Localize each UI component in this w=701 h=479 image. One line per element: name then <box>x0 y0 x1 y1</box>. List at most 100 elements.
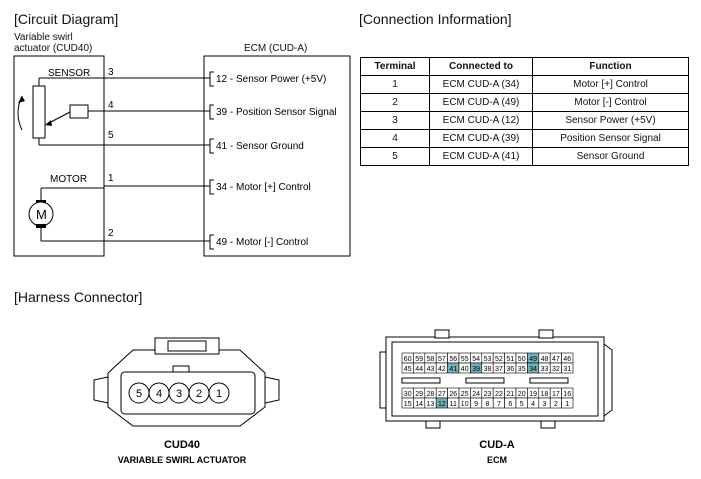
cud40-description: VARIABLE SWIRL ACTUATOR <box>118 455 247 465</box>
function-cell: Motor [+] Control <box>532 75 689 94</box>
column-header: Function <box>532 57 689 76</box>
ecm-pin-number: 41 <box>449 366 457 373</box>
ecm-pin-number: 51 <box>506 356 514 363</box>
ecm-pin-number: 32 <box>552 366 560 373</box>
connected-to-cell: ECM CUD-A (34) <box>429 75 533 94</box>
ecm-pin-number: 19 <box>529 391 537 398</box>
table-row: 3 ECM CUD-A (12) Sensor Power (+5V) <box>360 111 689 130</box>
ecm-pin-cell <box>561 362 574 374</box>
ecm-pin-number: 7 <box>497 401 501 408</box>
ecm-pin-39: 39 - Position Sensor Signal <box>216 107 337 118</box>
terminal-cell: 5 <box>360 147 430 166</box>
table-row: 1 ECM CUD-A (34) Motor [+] Control <box>360 75 689 94</box>
ecm-pin-number: 49 <box>529 356 537 363</box>
ecm-pin-number: 28 <box>427 391 435 398</box>
ecm-pin-number: 20 <box>518 391 526 398</box>
ecm-pin-number: 43 <box>427 366 435 373</box>
terminal-cell: 1 <box>360 75 430 94</box>
connected-to-cell: ECM CUD-A (49) <box>429 93 533 112</box>
ecm-pin-cell <box>561 397 574 409</box>
ecm-pin-number: 24 <box>472 391 480 398</box>
connection-info-heading: [Connection Information] <box>359 11 512 27</box>
ecm-pin-12: 12 - Sensor Power (+5V) <box>216 74 326 85</box>
position-sensor-block <box>69 104 89 119</box>
ecm-pin-number: 54 <box>472 356 480 363</box>
connection-table: Terminal Connected to Function 1 ECM CUD… <box>360 57 689 166</box>
harness-connector-heading: [Harness Connector] <box>14 289 143 305</box>
motor-symbol-letter: M <box>36 207 47 222</box>
actuator-name-line2: actuator (CUD40) <box>14 43 93 54</box>
pin-label-4: 4 <box>108 100 114 111</box>
ecm-pin-number: 34 <box>529 366 537 373</box>
ecm-pin-number: 13 <box>427 401 435 408</box>
ecm-pin-49: 49 - Motor [-] Control <box>216 237 308 248</box>
actuator-name-line1: Variable swirl <box>14 32 73 43</box>
ecm-pin-number: 39 <box>472 366 480 373</box>
cud40-connector: 5 4 3 2 1 <box>93 337 280 427</box>
ecm-pin-number: 2 <box>554 401 558 408</box>
ecm-pin-number: 27 <box>438 391 446 398</box>
ecm-pin-number: 21 <box>506 391 514 398</box>
ecm-pin-number: 31 <box>563 366 571 373</box>
ecm-pin-number: 56 <box>449 356 457 363</box>
table-row: 2 ECM CUD-A (49) Motor [-] Control <box>360 93 689 112</box>
ecm-pin-number: 50 <box>518 356 526 363</box>
cud40-pin: 5 <box>136 388 142 400</box>
pin-label-2: 2 <box>108 228 114 239</box>
terminal-cell: 3 <box>360 111 430 130</box>
ecm-pin-number: 38 <box>484 366 492 373</box>
sensor-resistor <box>32 85 46 139</box>
ecm-pin-number: 5 <box>520 401 524 408</box>
function-cell: Sensor Ground <box>532 147 689 166</box>
ecm-pin-number: 46 <box>563 356 571 363</box>
connected-to-cell: ECM CUD-A (39) <box>429 129 533 148</box>
ecm-pin-number: 1 <box>565 401 569 408</box>
terminal-cell: 2 <box>360 93 430 112</box>
pin-label-3: 3 <box>108 67 114 78</box>
pin-label-5: 5 <box>108 130 114 141</box>
ecm-pin-34: 34 - Motor [+] Control <box>216 182 311 193</box>
ecm-pin-number: 26 <box>449 391 457 398</box>
ecm-pin-number: 9 <box>474 401 478 408</box>
ecm-pin-number: 58 <box>427 356 435 363</box>
ecm-pin-number: 18 <box>541 391 549 398</box>
cud40-pin: 2 <box>196 388 202 400</box>
ecm-pin-number: 45 <box>404 366 412 373</box>
ecm-pin-number: 59 <box>415 356 423 363</box>
ecm-pin-number: 55 <box>461 356 469 363</box>
ecm-pin-number: 10 <box>461 401 469 408</box>
ecm-pin-number: 3 <box>543 401 547 408</box>
actuator-box <box>13 55 105 257</box>
cud40-pin: 3 <box>176 388 182 400</box>
ecm-pin-number: 17 <box>552 391 560 398</box>
table-row: 5 ECM CUD-A (41) Sensor Ground <box>360 147 689 166</box>
motor-label: MOTOR <box>50 174 87 185</box>
ecm-pin-number: 6 <box>508 401 512 408</box>
cud40-pin: 4 <box>156 388 162 400</box>
ecm-pin-number: 4 <box>531 401 535 408</box>
function-cell: Motor [-] Control <box>532 93 689 112</box>
ecm-pin-number: 8 <box>486 401 490 408</box>
ecm-pin-number: 47 <box>552 356 560 363</box>
ecm-pin-number: 53 <box>484 356 492 363</box>
sensor-label: SENSOR <box>48 68 90 79</box>
wiper-arrow <box>45 120 52 126</box>
column-header: Terminal <box>360 57 430 76</box>
ecm-pin-number: 14 <box>415 401 423 408</box>
ecm-connector-description: ECM <box>487 455 507 465</box>
ecm-pin-number: 36 <box>506 366 514 373</box>
pin-label-1: 1 <box>108 173 114 184</box>
ecm-pin-number: 35 <box>518 366 526 373</box>
ecm-pin-number: 37 <box>495 366 503 373</box>
connected-to-cell: ECM CUD-A (12) <box>429 111 533 130</box>
table-row: 4 ECM CUD-A (39) Position Sensor Signal <box>360 129 689 148</box>
ecm-pin-number: 60 <box>404 356 412 363</box>
ecm-pin-number: 25 <box>461 391 469 398</box>
connected-to-cell: ECM CUD-A (41) <box>429 147 533 166</box>
ecm-pin-number: 40 <box>461 366 469 373</box>
ecm-pin-number: 23 <box>484 391 492 398</box>
ecm-pin-number: 42 <box>438 366 446 373</box>
ecm-pin-number: 52 <box>495 356 503 363</box>
